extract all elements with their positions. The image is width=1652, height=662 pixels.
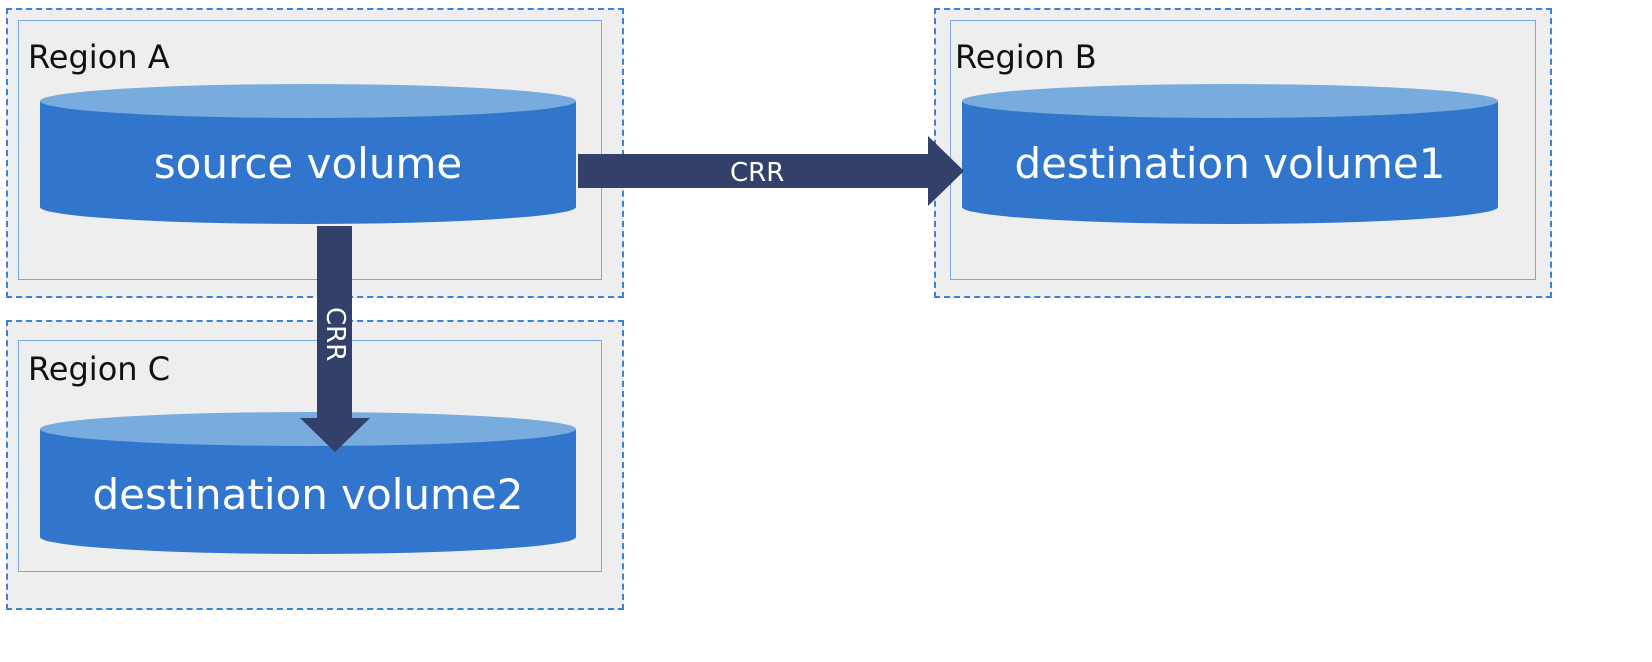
destination-volume2-cylinder: destination volume2 <box>38 412 578 556</box>
destination-volume1-cylinder: destination volume1 <box>960 84 1500 226</box>
source-volume-label: source volume <box>153 139 463 188</box>
region-a-label: Region A <box>28 38 170 76</box>
destination-volume2-label: destination volume2 <box>92 470 524 519</box>
region-c-inner-frame <box>18 340 602 572</box>
crr-arrow-to-region-b-label: CRR <box>730 158 785 188</box>
region-a-inner-frame <box>18 20 602 280</box>
region-c-label: Region C <box>28 350 171 388</box>
region-b-label: Region B <box>955 38 1097 76</box>
destination-volume1-label: destination volume1 <box>1014 139 1446 188</box>
source-volume-cylinder: source volume <box>38 84 578 226</box>
crr-arrow-to-region-c-label: CRR <box>320 307 350 362</box>
region-b-inner-frame <box>950 20 1536 280</box>
